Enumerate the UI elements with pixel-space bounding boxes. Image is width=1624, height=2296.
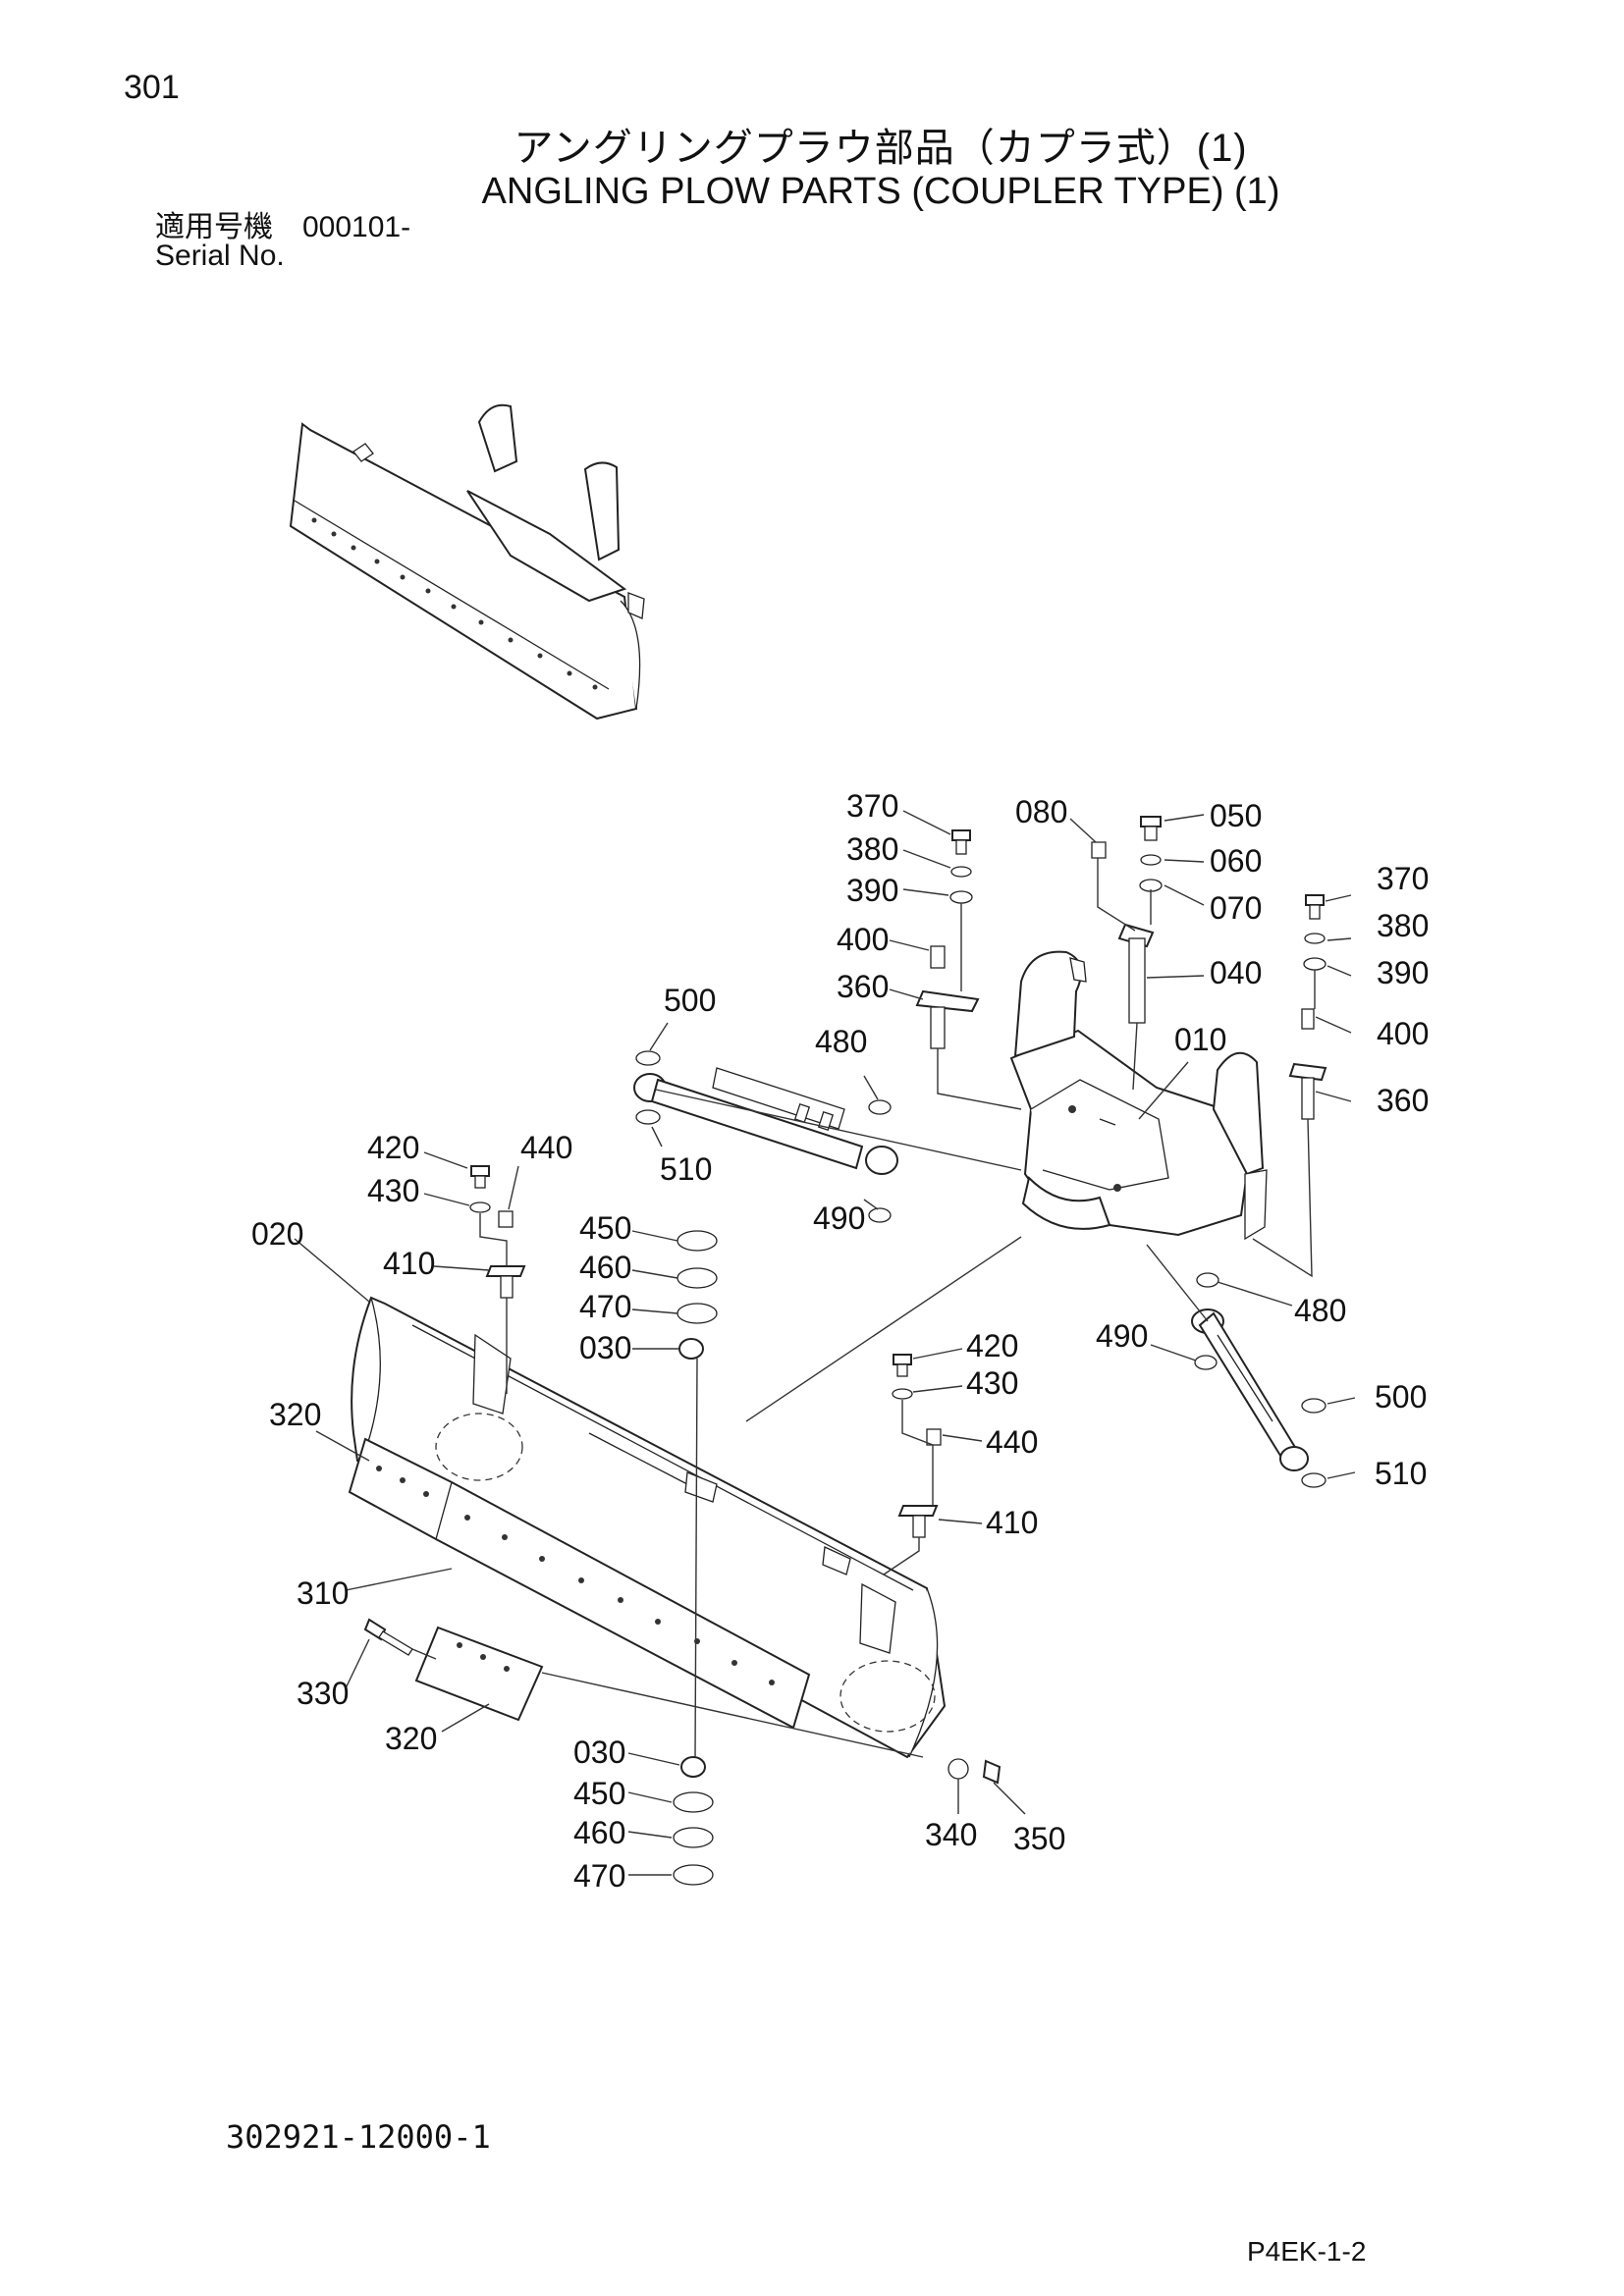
- angle-cylinder-lower: [1191, 1308, 1309, 1471]
- callout-510-b: 510: [1375, 1456, 1427, 1491]
- callout-070: 070: [1210, 890, 1262, 926]
- callout-470-b: 470: [573, 1858, 625, 1894]
- title-english: ANGLING PLOW PARTS (COUPLER TYPE) (1): [481, 171, 1280, 212]
- overview-bolt-holes: [311, 517, 598, 690]
- callout-380-b: 380: [1377, 908, 1429, 943]
- end-bit-320-loose: [414, 1626, 544, 1722]
- serial-label-english: Serial No.: [155, 240, 285, 272]
- callout-460-a: 460: [579, 1250, 631, 1285]
- callout-350: 350: [1013, 1821, 1065, 1856]
- callout-080: 080: [1015, 794, 1067, 829]
- callout-450-a: 450: [579, 1210, 631, 1246]
- callout-480-a: 480: [815, 1024, 867, 1059]
- callout-030-a: 030: [579, 1330, 631, 1365]
- callout-340: 340: [925, 1817, 977, 1852]
- callout-030-b: 030: [573, 1735, 625, 1770]
- callout-400-a: 400: [837, 922, 889, 957]
- callout-370-a: 370: [846, 788, 898, 824]
- callout-420-b: 420: [966, 1328, 1018, 1363]
- callout-370-b: 370: [1377, 861, 1429, 896]
- page-number: 301: [124, 69, 180, 106]
- callout-440-b: 440: [986, 1424, 1038, 1460]
- callout-050: 050: [1210, 798, 1262, 833]
- callout-310: 310: [297, 1575, 349, 1611]
- callout-450-b: 450: [573, 1776, 625, 1811]
- callout-numbers: 370 380 390 400 360 080 050 060 070 040 …: [251, 788, 1429, 1894]
- callout-510-a: 510: [660, 1151, 712, 1187]
- callout-390-a: 390: [846, 873, 898, 908]
- callout-380-a: 380: [846, 831, 898, 867]
- callout-410-a: 410: [383, 1246, 435, 1281]
- assembly-guide-lines: [411, 858, 1316, 1758]
- callout-010: 010: [1174, 1022, 1226, 1057]
- callout-040: 040: [1210, 955, 1262, 990]
- bolt-330: [363, 1618, 413, 1656]
- callout-420-a: 420: [367, 1130, 419, 1165]
- callout-440-a: 440: [520, 1130, 572, 1165]
- callout-320-a: 320: [269, 1397, 321, 1432]
- callout-430-b: 430: [966, 1365, 1018, 1401]
- callout-490-b: 490: [1096, 1318, 1148, 1354]
- callout-360-b: 360: [1377, 1083, 1429, 1118]
- callout-360-a: 360: [837, 969, 889, 1004]
- drawing-code: 302921-12000-1: [226, 2118, 491, 2156]
- title-japanese: アングリングプラウ部品（カプラ式）(1): [514, 127, 1248, 170]
- callout-470-a: 470: [579, 1289, 631, 1324]
- overview-plow-illustration: [289, 403, 645, 721]
- callout-410-b: 410: [986, 1505, 1038, 1540]
- callout-480-b: 480: [1294, 1293, 1346, 1328]
- coupler-frame-010: [1009, 950, 1268, 1241]
- leader-lines: [294, 810, 1356, 1876]
- callout-330: 330: [297, 1676, 349, 1711]
- callout-020: 020: [251, 1216, 303, 1252]
- blade-020: [351, 1296, 947, 1759]
- callout-390-b: 390: [1377, 955, 1429, 990]
- callout-060: 060: [1210, 843, 1262, 879]
- callout-490-a: 490: [813, 1201, 865, 1236]
- callout-500-b: 500: [1375, 1379, 1427, 1415]
- callout-320-b: 320: [385, 1721, 437, 1756]
- callout-400-b: 400: [1377, 1016, 1429, 1051]
- angle-cylinder-upper: [633, 1067, 898, 1175]
- callout-500-a: 500: [664, 983, 716, 1018]
- callout-460-b: 460: [573, 1815, 625, 1850]
- serial-label-japanese: 適用号機 000101-: [155, 211, 411, 243]
- sheet-code: P4EK-1-2: [1247, 2236, 1367, 2267]
- callout-430-a: 430: [367, 1173, 419, 1208]
